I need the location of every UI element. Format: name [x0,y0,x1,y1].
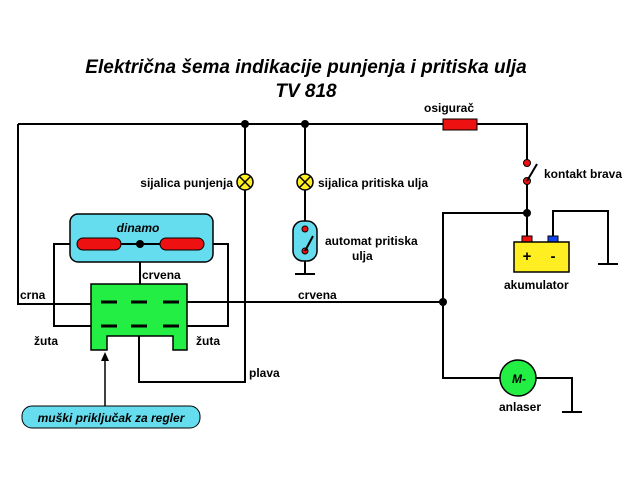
callout-box [21,405,201,429]
wires [17,123,618,413]
wire-fuse-to-switch [477,123,528,160]
regulator-connector [90,283,188,351]
junctions [136,120,531,306]
wire-charge-lamp-blue [138,190,246,383]
wire-yellow-right [187,243,229,327]
wire-label-blue: plava [249,366,280,380]
oil-pressure-lamp [296,173,314,191]
wire-starter-ground [536,377,573,412]
wire-label-yellow-right: žuta [196,334,220,348]
starter-motor [499,359,537,397]
battery [513,235,570,273]
wire-battery-ground [552,210,609,264]
oil-switch-label-line2: ulja [352,249,373,263]
wire-label-black: crna [20,288,46,302]
oil-switch-label-line1: automat pritiska [325,234,418,248]
battery-label: akumulator [504,278,569,292]
charge-lamp-label: sijalica punjenja [140,176,233,190]
dynamo-label: dinamo [117,221,160,235]
wire-label-red-horizontal: crvena [298,288,337,302]
starter-label: anlaser [499,400,541,414]
wire-battery-starter-loop [442,212,527,379]
diagram-subtitle: TV 818 [275,81,337,102]
charge-lamp [236,173,254,191]
oil-lamp-label: sijalica pritiska ulja [318,176,428,190]
callout-arrow [101,352,109,406]
wire-black [17,124,91,305]
ignition-switch [523,159,538,185]
oil-pressure-switch [292,220,318,275]
ignition-switch-label: kontakt brava [544,167,622,181]
fuse-label: osigurač [424,101,474,115]
callout-label: muški priključak za regler [38,411,186,425]
battery-minus-sign: - [551,248,556,265]
wire-label-red-vertical: crvena [142,268,181,282]
starter-symbol: M- [512,372,526,386]
diagram-title: Električna šema indikacije punjenja i pr… [85,57,527,78]
wire-yellow-left [53,243,91,327]
battery-plus-sign: + [523,248,532,265]
fuse [442,118,478,131]
wire-label-yellow-left: žuta [34,334,58,348]
